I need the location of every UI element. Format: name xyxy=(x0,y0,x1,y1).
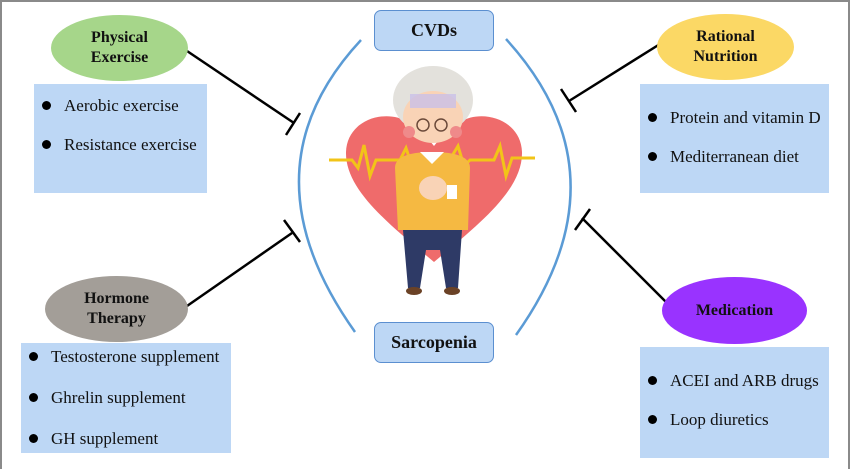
left-arc xyxy=(297,39,362,333)
inhibitor-medication xyxy=(573,208,668,304)
physical-exercise-title: Physical Exercise xyxy=(90,29,149,66)
rational-nutrition-box: Protein and vitamin D Mediterranean diet xyxy=(640,84,829,193)
list-item: GH supplement xyxy=(21,429,231,449)
medication-title: Medication xyxy=(695,301,774,319)
inhibitor-hormone-therapy xyxy=(186,219,302,308)
inhibitor-physical-exercise xyxy=(186,49,302,136)
list-item: Protein and vitamin D xyxy=(640,108,829,128)
hormone-therapy-node: Hormone Therapy xyxy=(45,276,188,342)
inhibitor-rational-nutrition xyxy=(559,42,661,113)
list-item: Resistance exercise xyxy=(34,135,207,155)
list-item: Loop diuretics xyxy=(640,410,829,430)
elderly-man-heart-illustration xyxy=(329,66,535,295)
sarcopenia-label: Sarcopenia xyxy=(374,322,494,363)
physical-exercise-node: Physical Exercise xyxy=(51,15,188,81)
list-item: Aerobic exercise xyxy=(34,96,207,116)
rational-nutrition-node: Rational Nutrition xyxy=(657,14,794,80)
rational-nutrition-title: Rational Nutrition xyxy=(693,28,758,65)
physical-exercise-box: Aerobic exercise Resistance exercise xyxy=(34,84,207,193)
list-item: ACEI and ARB drugs xyxy=(640,371,829,391)
medication-node: Medication xyxy=(662,277,807,344)
medication-box: ACEI and ARB drugs Loop diuretics xyxy=(640,347,829,458)
right-arc xyxy=(505,38,572,336)
list-item: Ghrelin supplement xyxy=(21,388,231,408)
list-item: Mediterranean diet xyxy=(640,147,829,167)
cvds-label: CVDs xyxy=(374,10,494,51)
hormone-therapy-title: Hormone Therapy xyxy=(84,290,149,327)
list-item: Testosterone supplement xyxy=(21,347,231,367)
hormone-therapy-box: Testosterone supplement Ghrelin suppleme… xyxy=(21,343,231,453)
